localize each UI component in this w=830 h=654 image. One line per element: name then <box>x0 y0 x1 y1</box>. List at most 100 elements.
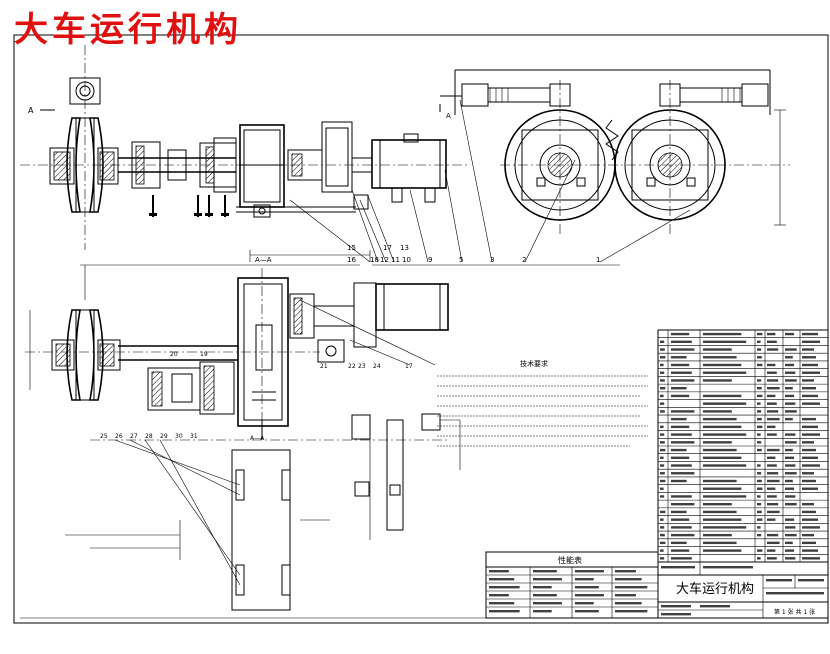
parts-list-ink <box>660 479 666 483</box>
parts-list-ink <box>767 456 776 459</box>
parts-list-ink <box>671 533 695 537</box>
parts-list-ink <box>671 448 687 452</box>
parts-list-ink <box>703 448 737 452</box>
parts-list-ink <box>660 387 666 390</box>
performance-table-ink <box>575 602 594 605</box>
parts-list-ink <box>703 456 742 459</box>
parts-list-ink <box>703 503 732 506</box>
parts-list-ink <box>785 379 797 382</box>
parts-list-ink <box>785 417 793 421</box>
parts-list-ink <box>703 332 742 336</box>
parts-list-ink <box>757 448 762 452</box>
parts-list-ink <box>802 510 816 514</box>
parts-list-ink <box>785 557 796 560</box>
parts-list-ink <box>757 464 761 467</box>
parts-list-ink <box>802 472 814 475</box>
parts-list-ink <box>785 541 793 545</box>
parts-list-ink <box>785 533 797 537</box>
parts-list-ink <box>671 379 695 382</box>
svg-text:31: 31 <box>190 433 198 440</box>
parts-list-ink <box>671 518 690 521</box>
parts-list-ink <box>767 479 780 483</box>
parts-list-ink <box>785 549 795 552</box>
parts-list-ink <box>671 356 687 359</box>
parts-list-ink <box>785 433 796 436</box>
parts-list-ink <box>757 472 762 475</box>
parts-list-ink <box>802 332 818 336</box>
parts-list-ink <box>785 410 797 413</box>
sheet-info: 第 1 张 共 1 张 <box>774 608 815 616</box>
parts-list-ink <box>660 410 665 413</box>
side-view-wheels: A <box>439 69 790 235</box>
performance-table-ink <box>533 586 552 589</box>
section-aa-view: A—A <box>25 256 449 442</box>
parts-list-ink <box>785 487 795 490</box>
parts-list-ink <box>671 557 692 560</box>
parts-list-ink <box>785 464 796 467</box>
parts-list-ink <box>767 541 780 545</box>
parts-list-ink <box>785 441 797 444</box>
parts-list-ink <box>802 549 818 552</box>
parts-list-ink <box>660 472 665 475</box>
parts-list-ink <box>671 549 690 552</box>
section-marker-a-left: A <box>28 106 34 115</box>
parts-list-ink <box>757 340 761 343</box>
parts-list-ink <box>671 541 687 545</box>
performance-table-ink <box>615 610 648 613</box>
svg-text:23: 23 <box>358 363 366 370</box>
svg-text:A—A: A—A <box>255 256 272 264</box>
performance-table-ink <box>615 570 636 573</box>
parts-list-ink <box>660 371 665 374</box>
parts-list-ink <box>660 464 665 467</box>
parts-list-ink <box>660 448 666 452</box>
title-block-ink <box>661 605 691 608</box>
performance-table-ink <box>489 602 515 605</box>
parts-list-ink <box>767 464 777 467</box>
parts-list-ink <box>671 340 692 343</box>
title-block-ink <box>798 579 824 582</box>
performance-table-ink <box>489 610 520 613</box>
parts-list-ink <box>767 340 777 343</box>
parts-list-ink <box>671 472 695 475</box>
parts-list-ink <box>757 495 761 498</box>
parts-list-ink <box>660 433 665 436</box>
performance-table-ink <box>615 586 648 589</box>
parts-list-ink <box>767 510 780 514</box>
parts-list-ink <box>757 510 762 514</box>
parts-list <box>657 329 829 563</box>
performance-table-ink <box>615 602 642 605</box>
performance-table-ink <box>575 578 594 581</box>
parts-list-ink <box>703 348 732 351</box>
title-block-ink <box>766 579 792 582</box>
parts-list-ink <box>757 332 763 336</box>
parts-list-ink <box>767 533 779 537</box>
parts-list-ink <box>767 394 776 398</box>
parts-list-ink <box>757 410 762 413</box>
parts-list-ink <box>671 503 695 506</box>
parts-list-ink <box>703 510 737 514</box>
parts-list-ink <box>785 363 795 367</box>
performance-table-ink <box>575 594 604 597</box>
parts-list-ink <box>671 425 690 429</box>
parts-list-ink <box>703 425 742 429</box>
parts-list-ink <box>671 363 690 367</box>
title-block-name: 大车运行机构 <box>676 581 754 597</box>
parts-list-ink <box>703 526 747 529</box>
parts-list-ink <box>671 510 687 514</box>
parts-list-ink <box>802 533 814 537</box>
svg-text:12: 12 <box>380 256 389 264</box>
parts-list-ink <box>802 394 818 398</box>
parts-list-ink <box>703 518 742 521</box>
parts-list-ink <box>802 433 820 436</box>
parts-list-ink <box>757 394 763 398</box>
svg-text:22: 22 <box>348 363 356 370</box>
parts-list-ink <box>767 557 777 560</box>
parts-list-ink <box>660 487 664 490</box>
parts-list-ink <box>703 340 747 343</box>
performance-table-ink <box>615 578 642 581</box>
parts-list-ink <box>767 518 776 521</box>
svg-text:18: 18 <box>370 256 379 264</box>
parts-list-ink <box>767 433 777 436</box>
parts-list-ink <box>802 387 816 390</box>
drawing-title: 大车运行机构 <box>14 10 242 50</box>
